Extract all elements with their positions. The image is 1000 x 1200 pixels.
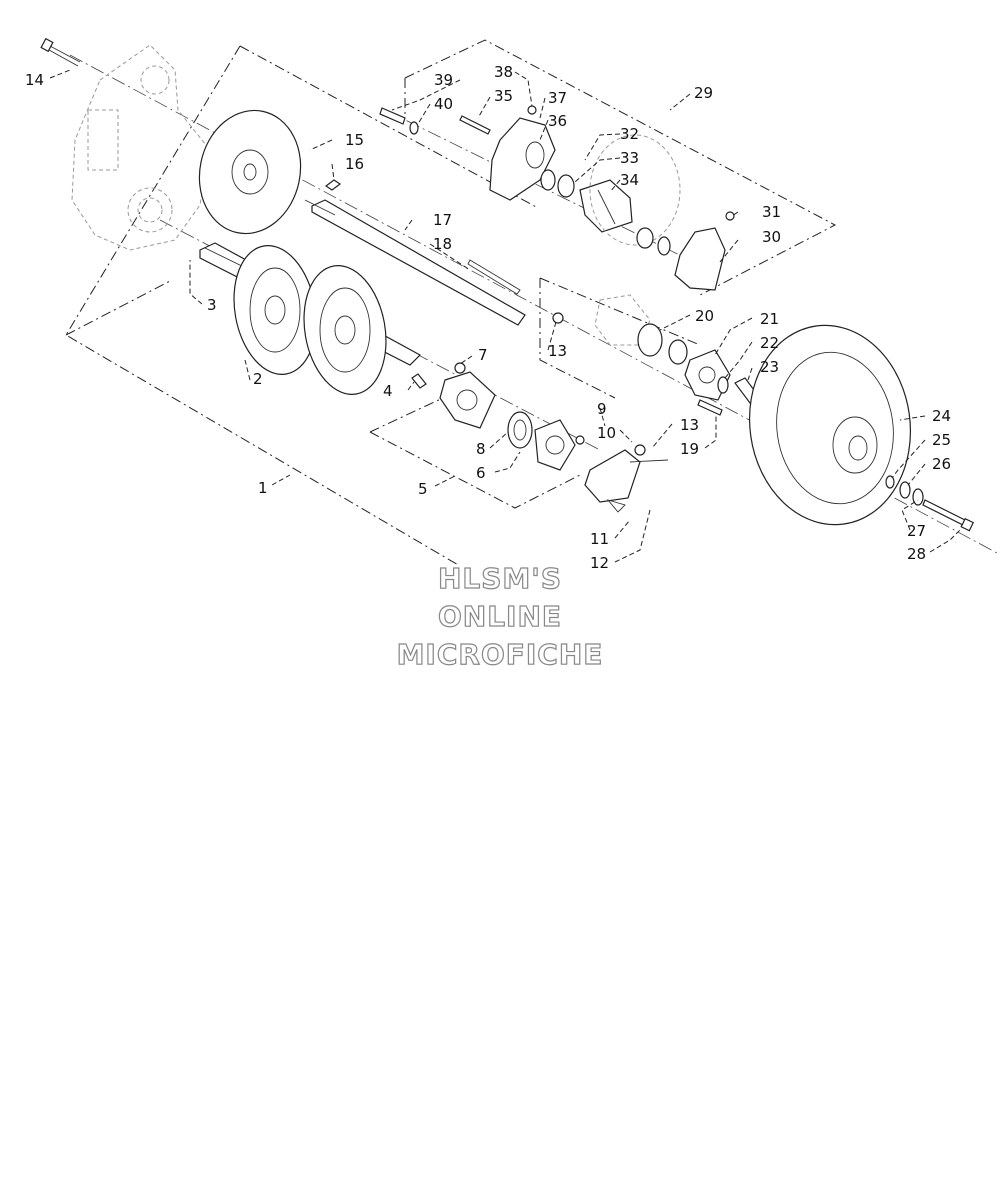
part-7-bolt xyxy=(454,362,466,374)
callout-27: 27 xyxy=(907,522,926,540)
callout-13-upper: 13 xyxy=(548,342,567,360)
callout-8: 8 xyxy=(476,440,486,458)
part-32-ring-large xyxy=(589,134,681,246)
part-30-caliper-half xyxy=(674,227,726,291)
callout-6: 6 xyxy=(476,464,486,482)
callout-15: 15 xyxy=(345,131,364,149)
callout-16: 16 xyxy=(345,155,364,173)
group-outline-20 xyxy=(539,277,701,399)
part-28-bolt xyxy=(922,499,975,532)
callout-28: 28 xyxy=(907,545,926,563)
part-31-bleeder-screw xyxy=(725,211,735,221)
callout-22: 22 xyxy=(760,334,779,352)
part-17-driveshaft xyxy=(304,199,526,326)
callout-29: 29 xyxy=(694,84,713,102)
part-15-brake-disc xyxy=(198,109,302,235)
callout-24: 24 xyxy=(932,407,951,425)
callout-37: 37 xyxy=(548,89,567,107)
group-outline-1 xyxy=(65,45,539,567)
part-2-sprocket-right xyxy=(303,265,387,395)
part-26-washer xyxy=(899,481,911,499)
callout-23: 23 xyxy=(760,358,779,376)
part-39-bolt xyxy=(379,107,406,125)
leader-lines xyxy=(49,69,961,563)
callout-19: 19 xyxy=(680,440,699,458)
part-19-bolt xyxy=(697,399,723,416)
watermark-line-3: MICROFICHE xyxy=(396,637,604,671)
part-seal-ring-lower xyxy=(636,227,671,256)
callout-17: 17 xyxy=(433,211,452,229)
part-6-flange-plate-outer xyxy=(534,419,576,471)
part-24-driven-pulley xyxy=(748,324,912,526)
callout-34: 34 xyxy=(620,171,639,189)
callout-20: 20 xyxy=(695,307,714,325)
callout-12: 12 xyxy=(590,554,609,572)
part-34-brake-pads xyxy=(579,179,633,233)
part-13-nut-upper xyxy=(552,312,564,324)
part-14-bolt xyxy=(40,37,81,67)
callout-25: 25 xyxy=(932,431,951,449)
callout-2: 2 xyxy=(253,370,263,388)
part-27-washer xyxy=(912,488,924,506)
part-36-caliper-body xyxy=(489,117,556,201)
callout-32: 32 xyxy=(620,125,639,143)
part-32-seal xyxy=(540,169,556,191)
callout-labels: 14 15 16 3 17 18 2 4 7 1 5 8 6 9 10 13 1… xyxy=(25,63,951,572)
callout-3: 3 xyxy=(207,296,217,314)
callout-30: 30 xyxy=(762,228,781,246)
callout-31: 31 xyxy=(762,203,781,221)
part-20-bearing-housing xyxy=(594,294,688,365)
callout-7: 7 xyxy=(478,346,488,364)
part-11-sensor-clip xyxy=(606,499,626,513)
part-16-key xyxy=(324,179,342,191)
part-40-washer xyxy=(409,121,419,135)
part-9-nut xyxy=(575,435,585,445)
callout-36: 36 xyxy=(548,112,567,130)
callout-39: 39 xyxy=(434,71,453,89)
callout-5: 5 xyxy=(418,480,428,498)
callout-4: 4 xyxy=(383,382,393,400)
part-8-bearing xyxy=(507,411,533,449)
part-4-key xyxy=(411,373,427,389)
chaincase-housing xyxy=(71,44,211,251)
part-33-piston xyxy=(557,174,575,198)
callout-11: 11 xyxy=(590,530,609,548)
part-22-washer xyxy=(717,376,729,394)
callout-1: 1 xyxy=(258,479,268,497)
callout-33: 33 xyxy=(620,149,639,167)
callout-18: 18 xyxy=(433,235,452,253)
group-outline-29 xyxy=(404,39,837,296)
part-38-bleeder xyxy=(527,105,537,115)
part-10-bracket xyxy=(584,449,669,503)
group-outline-5 xyxy=(369,396,581,509)
watermark-line-1: HLSM'S xyxy=(437,561,563,595)
callout-13-lower: 13 xyxy=(680,416,699,434)
part-6-flange-plate xyxy=(439,371,496,429)
watermark-line-2: ONLINE xyxy=(437,599,563,633)
callout-40: 40 xyxy=(434,95,453,113)
part-25-washer xyxy=(885,475,895,489)
part-35-pin xyxy=(459,115,491,135)
callout-38: 38 xyxy=(494,63,513,81)
callout-9: 9 xyxy=(597,400,607,418)
callout-14: 14 xyxy=(25,71,44,89)
callout-26: 26 xyxy=(932,455,951,473)
part-18-shaft-key xyxy=(467,259,521,295)
callout-35: 35 xyxy=(494,87,513,105)
callout-21: 21 xyxy=(760,310,779,328)
part-13-nut-lower xyxy=(634,444,646,456)
callout-10: 10 xyxy=(597,424,616,442)
